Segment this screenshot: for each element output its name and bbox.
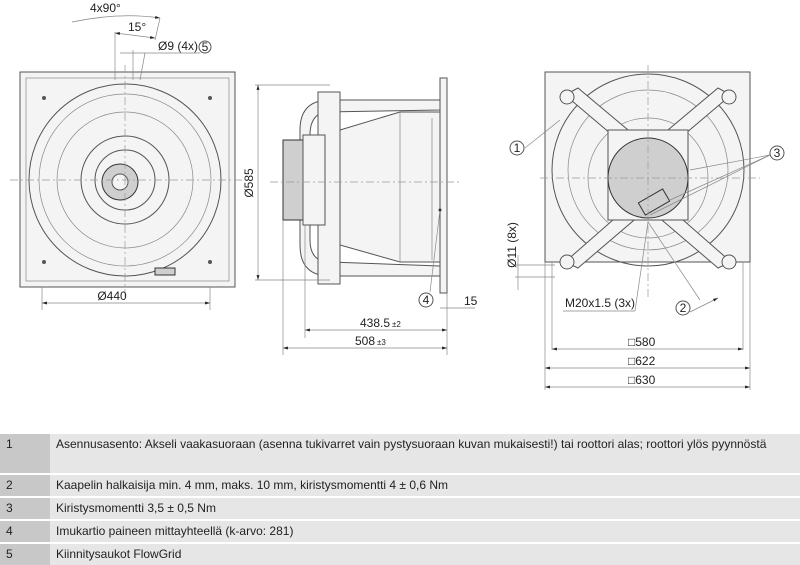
callout-5: 5 [202,40,209,54]
width-label: Ø440 [97,289,127,303]
dim-630: □630 [628,373,656,387]
dim-580: □580 [628,335,656,349]
callout-2: 2 [680,301,687,315]
hole-label: Ø9 (4x) [158,39,198,53]
note-text: Asennusasento: Akseli vaakasuoraan (asen… [50,432,800,474]
callout-1-circle [509,140,525,156]
gland-label: M20x1.5 (3x) [565,296,635,310]
flange-label: 15 [464,294,478,308]
callout-5-circle [198,40,212,54]
mount-hole-label: Ø11 (8x) [505,222,519,268]
table-row: 5 Kiinnitysaukot FlowGrid [0,542,800,565]
callout-4: 4 [423,293,430,307]
note-text: Imukartio paineen mittayhteellä (k-arvo:… [50,519,800,543]
callout-2-circle [675,300,691,316]
note-number: 1 [0,432,50,474]
note-number: 2 [0,473,50,497]
callout-3-circle [769,145,785,161]
side-view: Ø585 438.5±2 508±3 15 4 [242,77,478,355]
table-row: 4 Imukartio paineen mittayhteellä (k-arv… [0,519,800,543]
table-row: 3 Kiristysmomentti 3,5 ± 0,5 Nm [0,496,800,520]
note-text: Kaapelin halkaisija min. 4 mm, maks. 10 … [50,473,800,497]
offset-angle-label: 15° [128,20,146,34]
overall-depth-label: 508±3 [355,334,386,348]
notes-table: 1 Asennusasento: Akseli vaakasuoraan (as… [0,432,800,565]
dim-622: □622 [628,354,656,368]
table-row: 2 Kaapelin halkaisija min. 4 mm, maks. 1… [0,473,800,497]
depth-label: 438.5±2 [360,316,401,330]
note-number: 5 [0,542,50,565]
diameter-label: Ø585 [242,168,256,198]
callout-3: 3 [774,146,781,160]
front-view: 4x90° 15° Ø9 (4x) 5 Ø440 [10,1,245,310]
note-number: 3 [0,496,50,520]
rear-view: 1 3 2 Ø11 (8x) M20x1.5 (3x) □580 □622 □6… [505,65,785,390]
note-text: Kiristysmomentti 3,5 ± 0,5 Nm [50,496,800,520]
note-text: Kiinnitysaukot FlowGrid [50,542,800,565]
note-number: 4 [0,519,50,543]
callout-1: 1 [514,141,521,155]
table-row: 1 Asennusasento: Akseli vaakasuoraan (as… [0,432,800,474]
angle-label: 4x90° [90,1,121,15]
callout-4-circle [418,292,434,308]
technical-drawing: 4x90° 15° Ø9 (4x) 5 Ø440 Ø585 438.5±2 50… [10,1,785,390]
